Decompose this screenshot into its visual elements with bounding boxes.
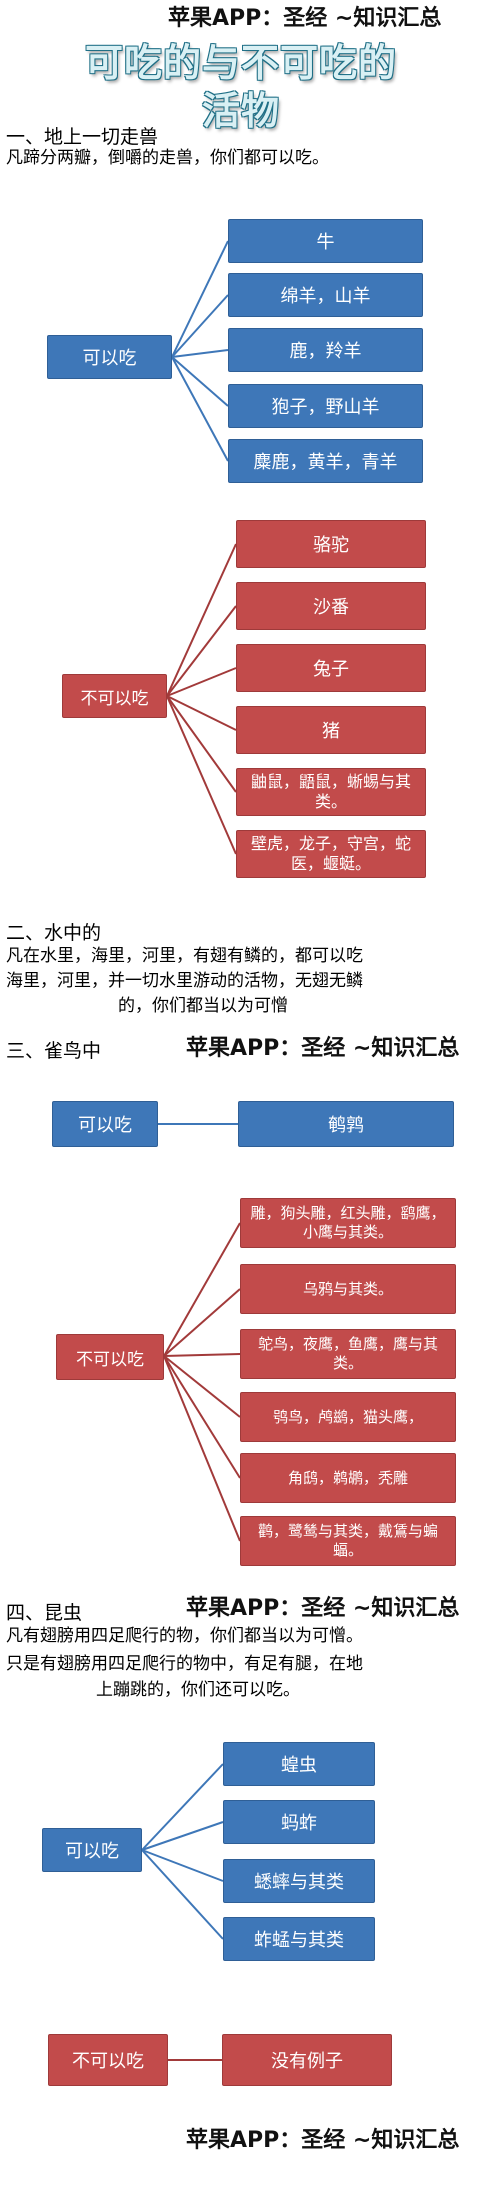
watermark-sec4: 苹果APP：圣经 ~知识汇总 [186, 1596, 460, 1621]
sec3-cannot-eat-item: 鹳，鹭鸶与其类，戴鵀与蝙蝠。 [240, 1516, 456, 1566]
sec4-cannot-eat-node: 不可以吃 [48, 2034, 168, 2086]
section3-heading: 三、雀鸟中 [6, 1040, 102, 1062]
sec4-cannot-eat-item: 没有例子 [222, 2034, 392, 2086]
sec1-cannot-eat-item: 沙番 [236, 582, 426, 630]
page-title-line1: 可吃的与不可吃的 [84, 41, 397, 85]
sec1-cannot-eat-item: 兔子 [236, 644, 426, 692]
sec4-can-eat-item: 蟋蟀与其类 [223, 1859, 375, 1903]
sec3-cannot-eat-item: 鸵鸟，夜鹰，鱼鹰，鹰与其类。 [240, 1329, 456, 1379]
section2-line3: 的，你们都当以为可憎 [118, 996, 288, 1016]
watermark-sec3: 苹果APP：圣经 ~知识汇总 [186, 1036, 460, 1061]
section4-heading: 四、昆虫 [6, 1602, 83, 1624]
section1-description: 凡蹄分两瓣，倒嚼的走兽，你们都可以吃。 [6, 148, 329, 168]
sec1-can-eat-item: 牛 [228, 219, 423, 263]
section2-line1: 凡在水里，海里，河里，有翅有鳞的，都可以吃 [6, 946, 363, 966]
sec4-can-eat-node: 可以吃 [42, 1828, 142, 1872]
sec3-cannot-eat-item: 鸮鸟，鸬鹚，猫头鹰， [240, 1392, 456, 1442]
sec3-can-eat-node: 可以吃 [52, 1101, 158, 1147]
sec3-cannot-eat-item: 乌鸦与其类。 [240, 1264, 456, 1314]
sec4-can-eat-item: 蝗虫 [223, 1742, 375, 1786]
sec1-cannot-eat-item: 壁虎，龙子，守宫，蛇医，蝘蜓。 [236, 830, 426, 878]
sec1-cannot-eat-node: 不可以吃 [62, 674, 167, 718]
sec1-cannot-eat-item: 鼬鼠，鼯鼠，蜥蜴与其类。 [236, 768, 426, 816]
sec3-can-eat-item: 鹌鹑 [238, 1101, 454, 1147]
section2-line2: 海里，河里，并一切水里游动的活物，无翅无鳞 [6, 971, 363, 991]
watermark-bottom: 苹果APP：圣经 ~知识汇总 [186, 2128, 460, 2153]
sec4-can-eat-item: 蚱蜢与其类 [223, 1917, 375, 1961]
sec3-cannot-eat-item: 雕，狗头雕，红头雕，鹞鹰，小鹰与其类。 [240, 1198, 456, 1248]
sec1-cannot-eat-item: 猪 [236, 706, 426, 754]
sec1-can-eat-item: 麋鹿，黄羊，青羊 [228, 439, 423, 483]
sec1-can-eat-item: 鹿，羚羊 [228, 328, 423, 372]
section2-heading: 二、水中的 [6, 922, 102, 944]
page-title-line2: 活物 [201, 89, 280, 133]
sec3-cannot-eat-item: 角鸱，鹈鹕，秃雕 [240, 1453, 456, 1503]
watermark-top: 苹果APP：圣经 ~知识汇总 [168, 6, 442, 31]
sec1-cannot-eat-item: 骆驼 [236, 520, 426, 568]
section4-line2: 只是有翅膀用四足爬行的物中，有足有腿，在地 [6, 1654, 363, 1674]
section4-line1: 凡有翅膀用四足爬行的物，你们都当以为可憎。 [6, 1626, 363, 1646]
sec3-cannot-eat-node: 不可以吃 [56, 1334, 164, 1380]
sec1-can-eat-item: 狍子，野山羊 [228, 384, 423, 428]
sec4-can-eat-item: 蚂蚱 [223, 1800, 375, 1844]
section1-heading: 一、地上一切走兽 [6, 126, 159, 148]
sec1-can-eat-node: 可以吃 [47, 335, 172, 379]
sec1-can-eat-item: 绵羊，山羊 [228, 273, 423, 317]
section4-line3: 上蹦跳的，你们还可以吃。 [96, 1680, 300, 1700]
